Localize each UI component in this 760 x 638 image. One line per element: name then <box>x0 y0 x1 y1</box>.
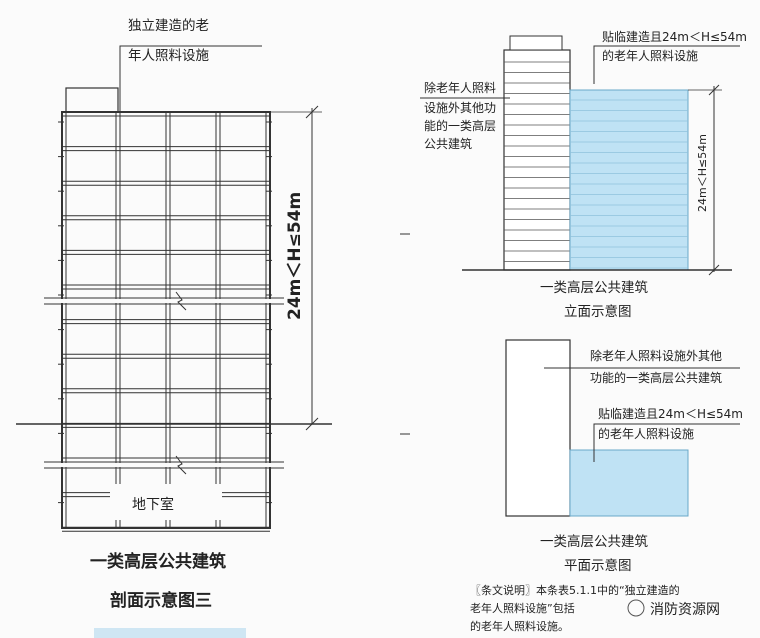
elev-label-other-line1: 除老年人照料 <box>424 80 496 95</box>
basement-label: 地下室 <box>132 496 174 513</box>
tall-building-floors <box>504 61 570 262</box>
label-independent-line2: 年人照料设施 <box>128 48 209 64</box>
height-dimension-label: 24m＜H≤54m <box>285 192 305 320</box>
height-dimension <box>270 105 322 431</box>
elev-label-other-line3: 能的一类高层 <box>424 118 496 133</box>
rooftop-structure <box>509 35 563 51</box>
roof-structure <box>65 87 119 113</box>
elev-label-adjacent-line1: 贴临建造且24m＜H≤54m <box>602 30 747 44</box>
section-caption-line1: 一类高层公共建筑 <box>90 551 226 572</box>
basement-label-bg <box>110 484 222 520</box>
leader-line <box>119 45 262 86</box>
plan-caption-line1: 一类高层公共建筑 <box>540 533 648 550</box>
break-mark <box>44 291 284 311</box>
elevation-caption-line2: 立面示意图 <box>564 303 632 320</box>
plan-tall-building <box>505 339 571 517</box>
tall-building <box>503 49 571 271</box>
elev-label-other-line4: 公共建筑 <box>424 136 472 151</box>
clause-note: 〖条文说明〗本条表5.1.1中的“独立建造的 老年人照料设施”包括 的老年人照料… <box>470 583 720 633</box>
label-independent-line1: 独立建造的老 <box>128 18 209 34</box>
break-mark <box>44 455 284 475</box>
note-line1: 〖条文说明〗本条表5.1.1中的“独立建造的 <box>470 583 680 597</box>
plan-label-other-line1: 除老年人照料设施外其他 <box>590 348 722 363</box>
elderly-facility-floors <box>570 99 688 269</box>
elevation-caption-line1: 一类高层公共建筑 <box>540 279 648 296</box>
watermark-text: 消防资源网 <box>650 602 720 618</box>
watermark-icon <box>627 599 645 617</box>
bottom-blue-strip <box>94 628 246 638</box>
plan-diagram: 除老年人照料设施外其他 功能的一类高层公共建筑 贴临建造且24m＜H≤54m 的… <box>505 339 743 574</box>
plan-label-adjacent-line2: 的老年人照料设施 <box>598 426 694 441</box>
section-diagram: 地下室 独立建造的老 年人照料设施 24m＜H≤54m 一类高层公共建筑 剖面示… <box>16 18 332 611</box>
note-line2: 老年人照料设施”包括 <box>470 601 575 615</box>
plan-label-adjacent-line1: 贴临建造且24m＜H≤54m <box>598 407 743 421</box>
elevation-dimension-label: 24m＜H≤54m <box>696 134 709 212</box>
elev-label-adjacent-line2: 的老年人照料设施 <box>602 48 698 63</box>
plan-caption-line2: 平面示意图 <box>564 557 632 574</box>
adjacent-elderly-facility <box>569 89 689 271</box>
section-caption-line2: 剖面示意图三 <box>110 590 212 611</box>
note-line3: 的老年人照料设施。 <box>470 619 569 633</box>
plan-label-other-line2: 功能的一类高层公共建筑 <box>590 370 722 385</box>
elevation-diagram: 24m＜H≤54m 贴临建造且24m＜H≤54m 的老年人照料设施 除老年人照料… <box>420 30 747 320</box>
elev-label-other-line2: 设施外其他功 <box>424 101 496 115</box>
plan-elderly-facility <box>569 449 689 517</box>
building-grid <box>58 111 272 532</box>
